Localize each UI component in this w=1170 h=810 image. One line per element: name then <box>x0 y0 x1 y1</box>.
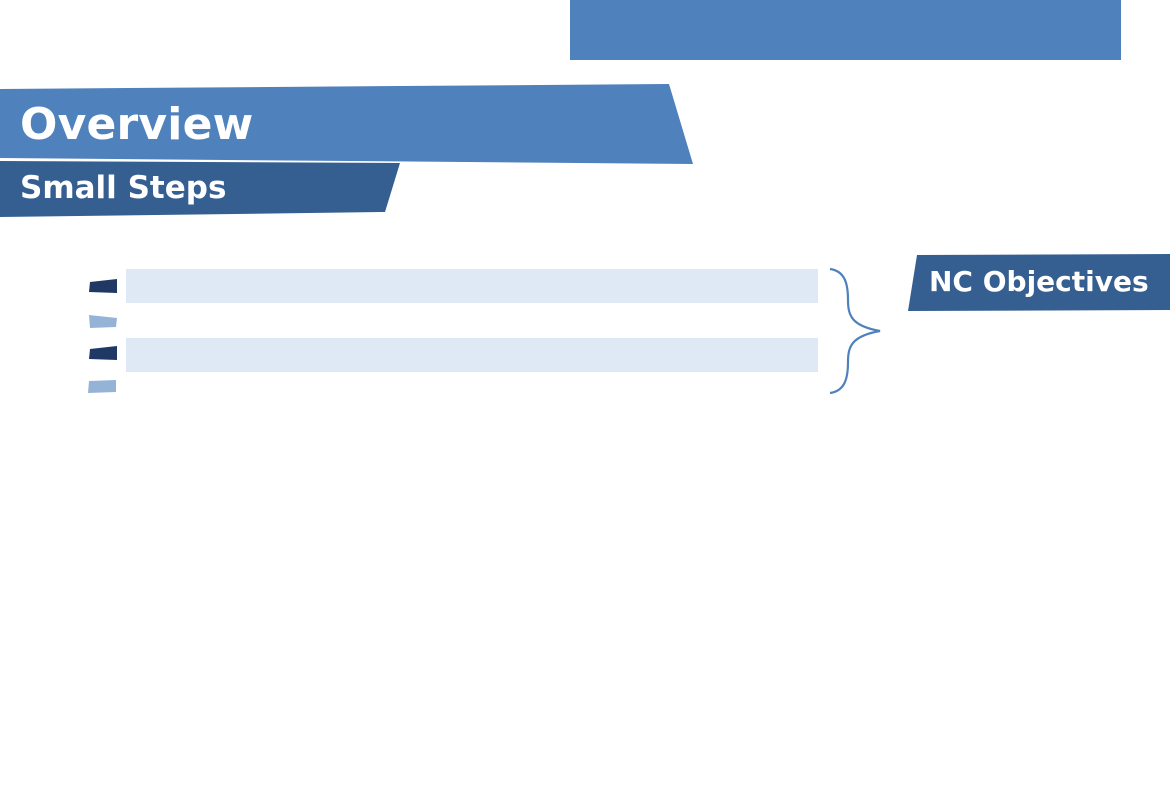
step-bullet-icon <box>89 315 117 328</box>
curly-brace-icon <box>829 267 881 395</box>
step-bullet-icon <box>88 380 116 393</box>
step-bullet-icon <box>89 346 117 360</box>
step-bullet-icon <box>89 279 117 293</box>
top-banner-bar <box>570 0 1121 60</box>
nc-objectives-label: NC Objectives <box>929 265 1149 298</box>
step-row <box>126 304 818 338</box>
step-row <box>126 338 818 372</box>
step-row <box>126 269 818 303</box>
step-row <box>126 372 818 406</box>
page-subtitle: Small Steps <box>20 170 227 206</box>
page-title: Overview <box>20 99 254 150</box>
